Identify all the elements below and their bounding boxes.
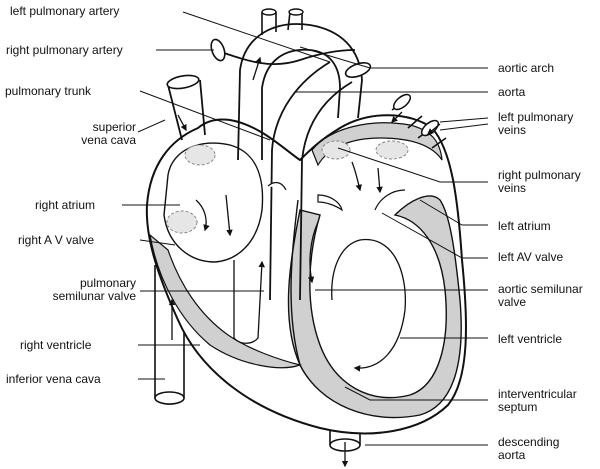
right-atrium-chamber bbox=[163, 142, 264, 263]
pulmonary-trunk-vessel bbox=[214, 49, 356, 301]
label-interventricular-septum-2: septum bbox=[498, 400, 538, 414]
label-inferior-vena-cava: inferior vena cava bbox=[6, 372, 101, 386]
leader-lines bbox=[122, 11, 489, 446]
label-left-pulmonary-veins-2: veins bbox=[498, 123, 527, 137]
label-interventricular-septum-1: interventricular bbox=[498, 387, 577, 401]
left-ventricle-wall bbox=[287, 195, 462, 419]
superior-vena-cava-vessel bbox=[166, 74, 206, 141]
label-right-ventricle: right ventricle bbox=[20, 338, 92, 352]
label-descending-aorta-1: descending bbox=[498, 435, 560, 449]
label-right-pulmonary-veins-2: veins bbox=[498, 181, 527, 195]
label-aorta: aorta bbox=[498, 85, 526, 99]
label-pulmonary-trunk: pulmonary trunk bbox=[5, 84, 92, 98]
label-right-pulmonary-veins-1: right pulmonary bbox=[498, 168, 581, 182]
left-atrium-wall bbox=[311, 122, 443, 167]
label-right-pulmonary-artery: right pulmonary artery bbox=[6, 43, 123, 57]
label-pulmonary-semilunar-valve-2: semilunar valve bbox=[52, 289, 136, 303]
label-superior-vena-cava-2: vena cava bbox=[81, 133, 136, 147]
label-aortic-semilunar-valve-1: aortic semilunar bbox=[498, 282, 583, 296]
label-right-av-valve: right A V valve bbox=[18, 233, 95, 247]
label-descending-aorta-2: aorta bbox=[498, 448, 526, 462]
flow-arrows bbox=[168, 56, 441, 468]
label-left-av-valve: left AV valve bbox=[498, 250, 564, 264]
right-ventricle-wall bbox=[149, 233, 303, 369]
label-left-pulmonary-veins-1: left pulmonary bbox=[498, 110, 574, 124]
label-left-ventricle: left ventricle bbox=[498, 332, 563, 346]
interventricular-septum-line bbox=[290, 199, 301, 366]
label-right-atrium: right atrium bbox=[35, 198, 96, 212]
label-aortic-arch: aortic arch bbox=[498, 61, 555, 75]
heart-valves bbox=[166, 140, 409, 234]
label-aortic-semilunar-valve-2: valve bbox=[498, 295, 527, 309]
label-pulmonary-semilunar-valve-1: pulmonary bbox=[79, 276, 136, 290]
label-left-pulmonary-artery: left pulmonary artery bbox=[10, 4, 120, 18]
pulmonary-veins-vessels bbox=[391, 93, 447, 149]
label-superior-vena-cava-1: superior bbox=[92, 120, 136, 134]
label-left-atrium: left atrium bbox=[498, 219, 551, 233]
